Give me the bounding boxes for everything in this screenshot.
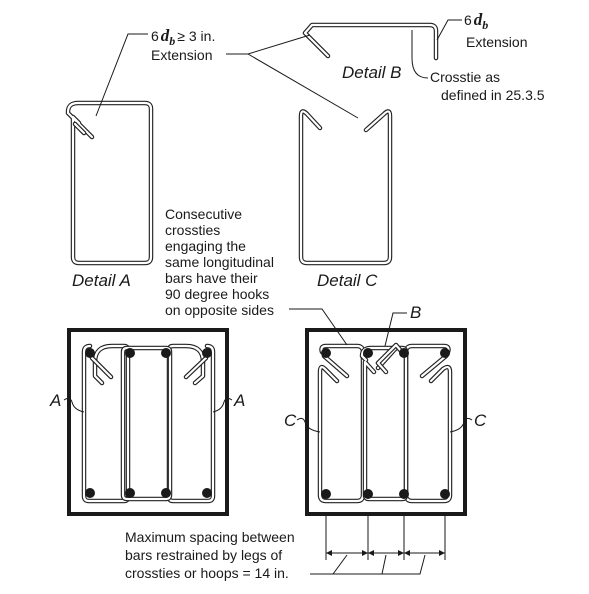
callout-a-right: A xyxy=(233,391,245,410)
longitudinal-bar xyxy=(440,348,450,358)
spacing-line-3: crossties or hoops = 14 in. xyxy=(125,565,289,581)
longitudinal-bar xyxy=(321,348,331,358)
longitudinal-bar xyxy=(321,489,331,499)
longitudinal-bar xyxy=(161,348,171,358)
column-section-left xyxy=(67,328,229,516)
consecutive-line-3: engaging the xyxy=(165,238,246,254)
longitudinal-bar xyxy=(125,348,135,358)
longitudinal-bar xyxy=(363,348,373,358)
column-outline-right xyxy=(305,328,467,516)
consecutive-line-7: on opposite sides xyxy=(165,302,274,318)
spacing-dimensions xyxy=(310,514,446,575)
detail-c-label: Detail C xyxy=(317,271,378,290)
longitudinal-bar xyxy=(440,489,450,499)
longitudinal-bar xyxy=(399,348,409,358)
consecutive-line-1: Consecutive xyxy=(165,206,242,222)
callout-c-left: C xyxy=(284,411,297,430)
consecutive-line-6: 90 degree hooks xyxy=(165,286,269,302)
ext-b-label-line2: Extension xyxy=(466,34,527,50)
longitudinal-bar xyxy=(202,348,212,358)
longitudinal-bar xyxy=(85,348,95,358)
ext-a-label-line2: Extension xyxy=(151,47,212,63)
longitudinal-bar xyxy=(161,488,171,498)
crosstie-label-line2: defined in 25.3.5 xyxy=(441,87,545,103)
callout-a-left: A xyxy=(49,391,61,410)
longitudinal-bar xyxy=(363,489,373,499)
column-section-right xyxy=(305,328,467,516)
column-outline-left xyxy=(67,328,229,516)
callout-b: B xyxy=(410,303,421,322)
detail-a-tie xyxy=(65,100,154,266)
detail-c-tie xyxy=(298,109,393,266)
leader-lines xyxy=(63,19,473,433)
consecutive-line-4: same longitudinal xyxy=(165,254,274,270)
longitudinal-bar xyxy=(202,488,212,498)
detail-b-label: Detail B xyxy=(342,63,402,82)
longitudinal-bar xyxy=(125,488,135,498)
spacing-line-1: Maximum spacing between xyxy=(125,529,295,545)
longitudinal-bar xyxy=(85,488,95,498)
consecutive-line-5: bars have their xyxy=(165,270,258,286)
longitudinal-bar xyxy=(399,489,409,499)
crosstie-label-line1: Crosstie as xyxy=(430,69,500,85)
callout-c-right: C xyxy=(474,411,487,430)
detail-b-crosstie xyxy=(302,22,439,61)
consecutive-line-2: crossties xyxy=(165,222,220,238)
spacing-line-2: bars restrained by legs of xyxy=(125,547,282,563)
detail-a-label: Detail A xyxy=(72,271,131,290)
